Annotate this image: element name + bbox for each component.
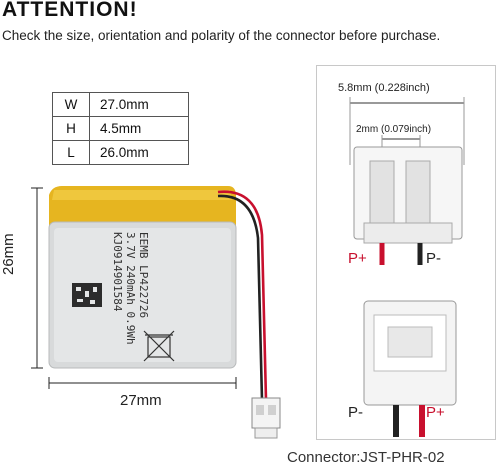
connector-top-view <box>353 146 463 265</box>
connector-model-label: Connector:JST-PHR-02 <box>287 449 445 466</box>
pitch-label: 2mm (0.079inch) <box>356 124 432 135</box>
width-label: 27mm <box>120 392 162 409</box>
page-title: ATTENTION! <box>2 0 138 21</box>
connector-panel <box>316 65 496 440</box>
height-label: 26mm <box>0 233 17 275</box>
top-positive-label: P+ <box>348 250 367 267</box>
spec-value: 4.5mm <box>89 116 189 141</box>
spec-value: 26.0mm <box>89 140 189 165</box>
battery-face <box>54 228 231 362</box>
bottom-positive-label: P+ <box>426 404 445 421</box>
battery-barcode <box>72 283 102 307</box>
battery-tape-highlight <box>52 190 232 200</box>
top-negative-label: P- <box>426 250 441 267</box>
bottom-negative-label: P- <box>348 404 363 421</box>
spec-key: W <box>52 92 90 117</box>
battery-print: EEMB LP422726 3.7V 240mAh 0.9Wh KJ091490… <box>111 232 150 362</box>
table-row: L 26.0mm <box>52 140 189 165</box>
battery-print-line: 3.7V 240mAh 0.9Wh <box>124 232 137 345</box>
spec-key: L <box>52 140 90 165</box>
outer-width-label: 5.8mm (0.228inch) <box>338 82 430 94</box>
page-subtitle: Check the size, orientation and polarity… <box>2 28 441 43</box>
recycle-bin-icon <box>143 330 175 362</box>
table-row: H 4.5mm <box>52 116 189 141</box>
battery-print-line: KJ0914901584 <box>111 232 124 312</box>
jst-plug-small <box>251 397 281 439</box>
connector-diagram <box>349 97 465 437</box>
spec-table: W 27.0mm H 4.5mm L 26.0mm <box>52 92 189 165</box>
connector-front-view <box>363 300 457 437</box>
red-wire <box>217 190 268 401</box>
battery-print-line: EEMB LP422726 <box>137 232 150 319</box>
black-wire <box>217 194 264 401</box>
battery-illustration <box>31 186 281 439</box>
